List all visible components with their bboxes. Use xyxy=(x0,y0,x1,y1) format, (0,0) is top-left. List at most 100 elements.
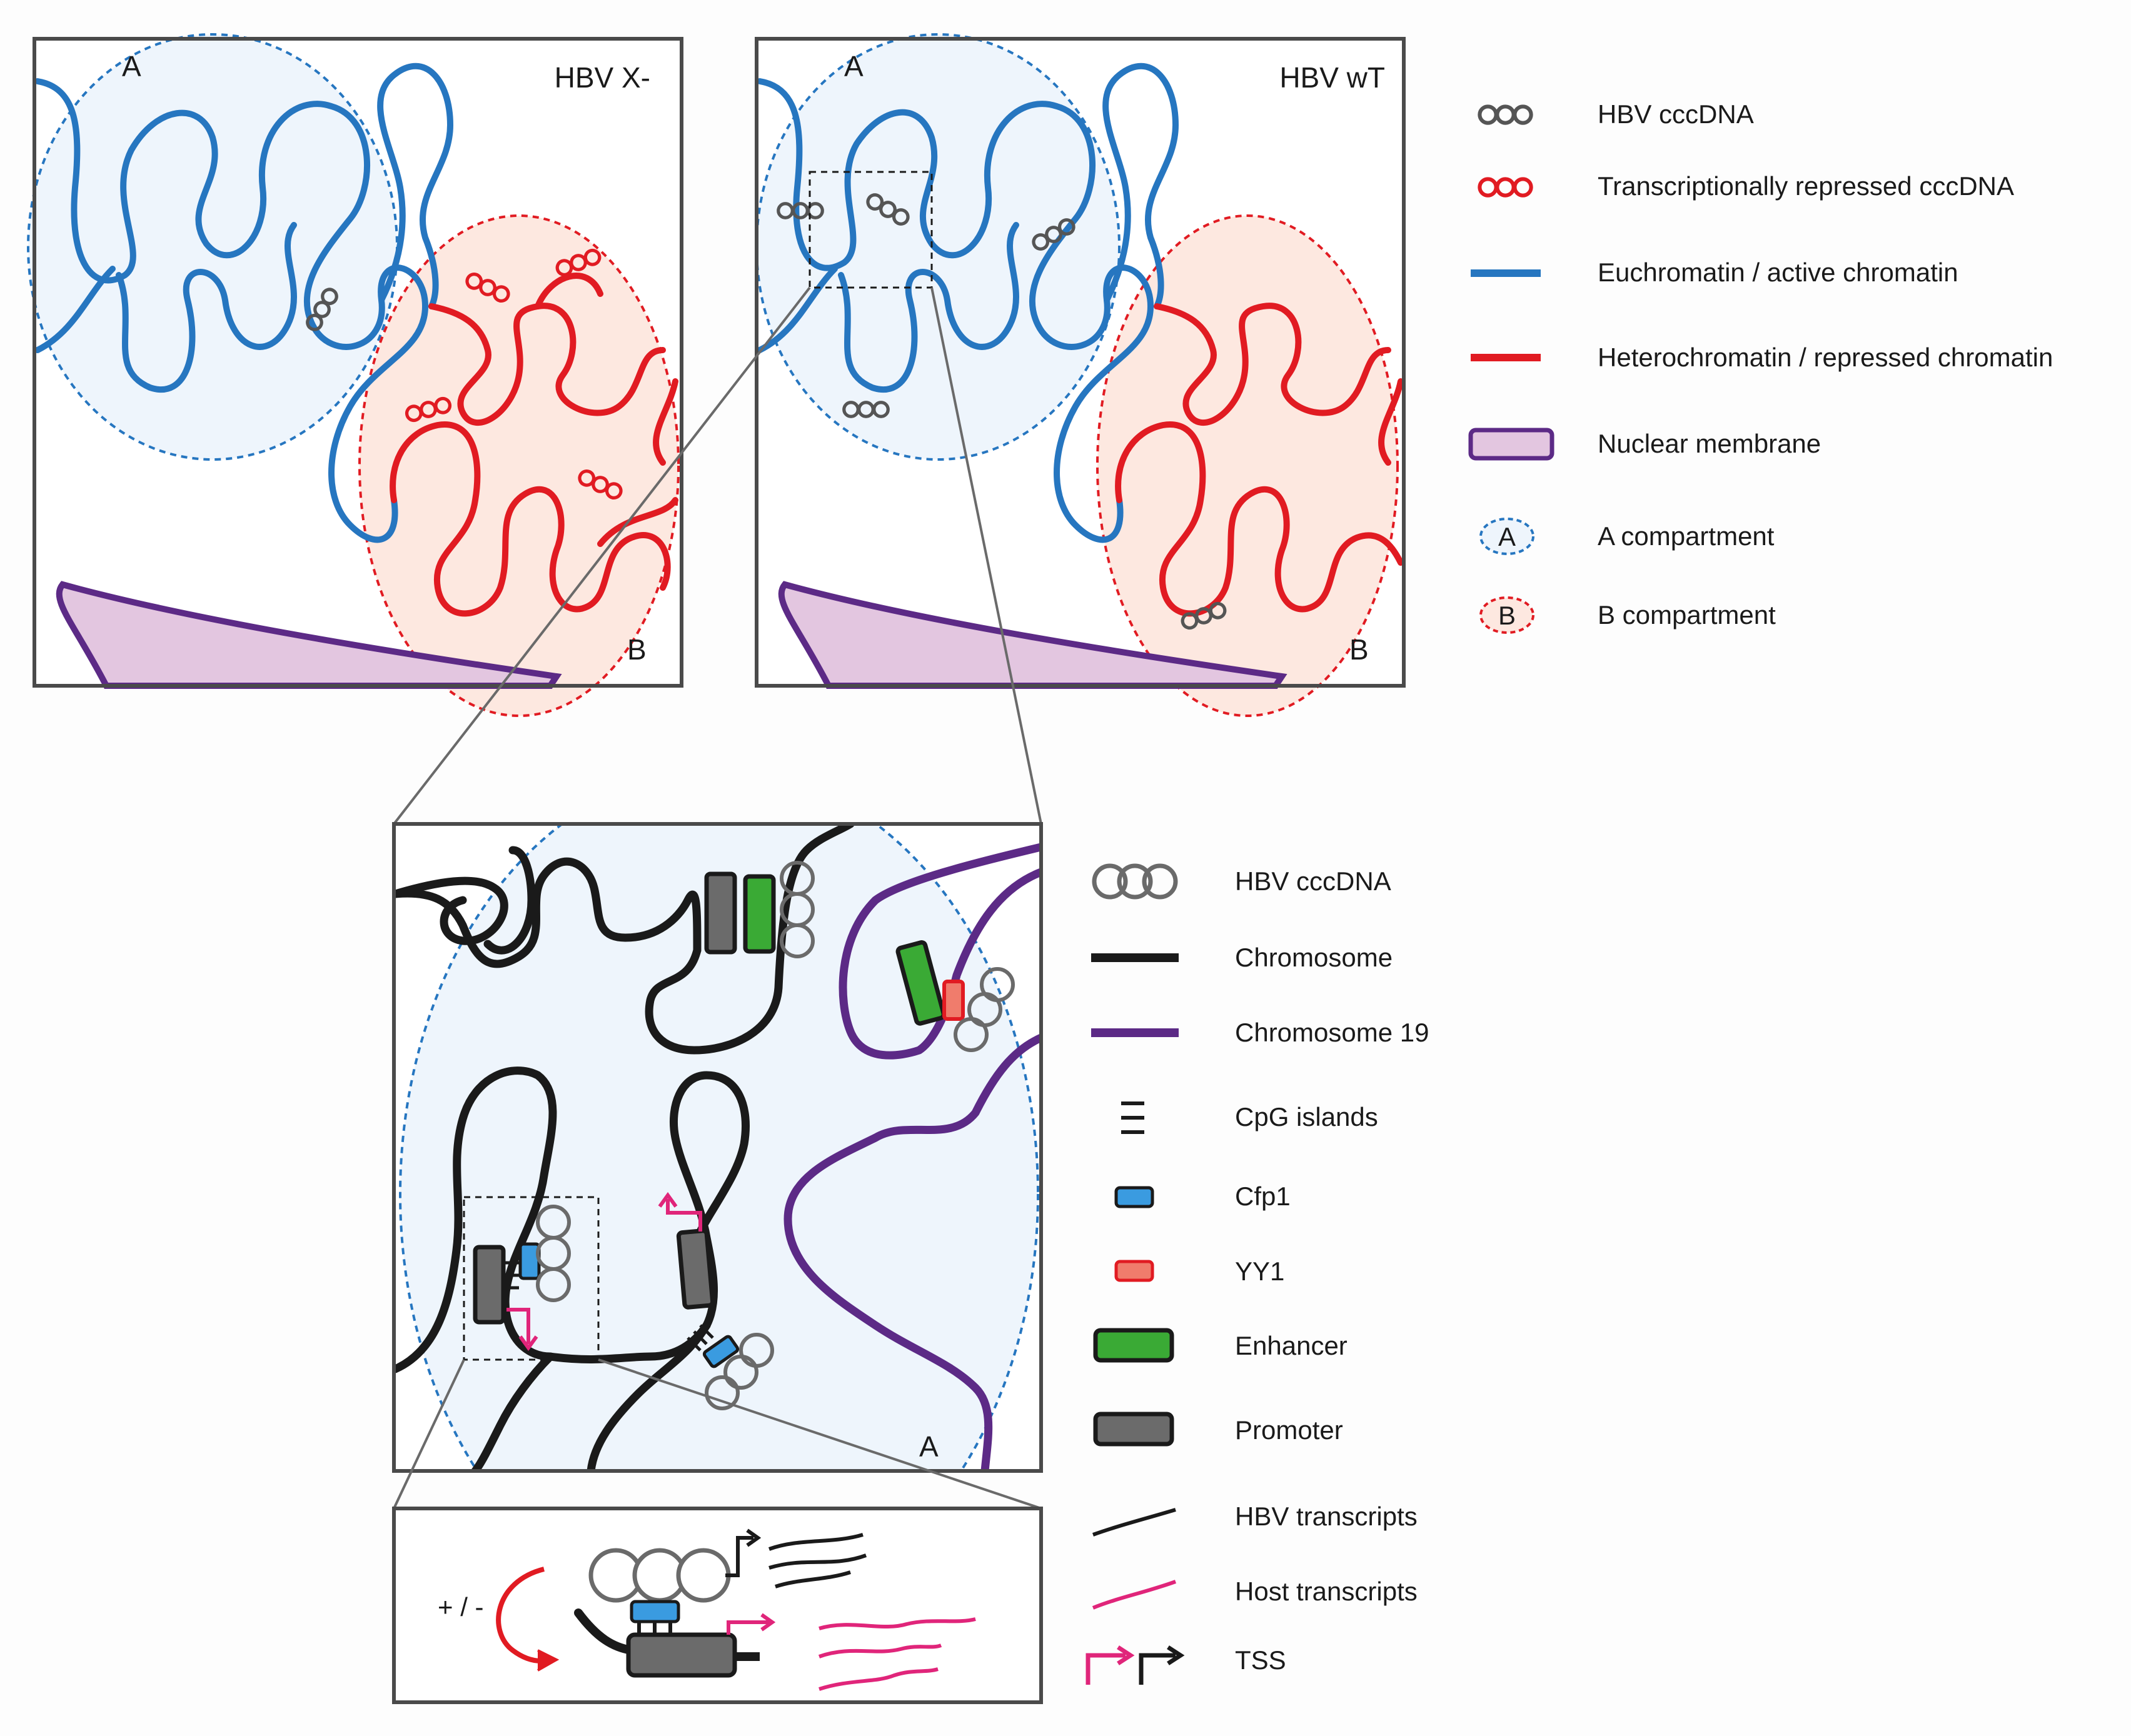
heterochromatin-strand xyxy=(1115,421,1404,617)
chromosome-19 xyxy=(783,1033,1041,1471)
cfp1 xyxy=(518,1242,541,1280)
cfp1 xyxy=(702,1335,740,1368)
cccdna xyxy=(588,1548,731,1603)
legend-label: Promoter xyxy=(1235,1415,1343,1445)
heterochromatin-strand xyxy=(1378,378,1404,466)
host-tss-arrow-head xyxy=(518,1335,538,1352)
legend-label: Nuclear membrane xyxy=(1598,429,1821,458)
legend-label: Chromosome 19 xyxy=(1235,1018,1429,1047)
regulation-arrow-head xyxy=(537,1649,560,1672)
legend-label: HBV cccDNA xyxy=(1235,866,1391,896)
legend-top: HBV cccDNA Transcriptionally repressed c… xyxy=(1468,99,2053,634)
zoom-selection-box xyxy=(809,171,933,289)
panel-zoom-a-compartment: A xyxy=(392,822,1043,1473)
host-tss-arrow xyxy=(727,1620,769,1635)
euchromatin-strand xyxy=(34,78,428,543)
cccdna xyxy=(780,861,815,958)
panel-frame xyxy=(755,37,1406,688)
promoter-icon xyxy=(1093,1412,1174,1447)
heterochromatin-strand xyxy=(535,273,678,547)
cfp1 xyxy=(630,1600,680,1623)
a-compartment-glyph: A xyxy=(1498,522,1516,551)
legend-label: YY1 xyxy=(1235,1257,1284,1286)
yy1-icon xyxy=(1114,1260,1154,1282)
legend-label: HBV cccDNA xyxy=(1598,99,1754,129)
b-compartment-icon xyxy=(1479,596,1534,634)
host-transcript-icon xyxy=(1092,1580,1177,1610)
promoter xyxy=(676,1228,715,1310)
a-compartment-icon xyxy=(1479,518,1534,555)
legend-label: Transcriptionally repressed cccDNA xyxy=(1598,171,2014,201)
cccdna-icon xyxy=(1479,106,1531,123)
cpg-islands-icon xyxy=(1121,1101,1144,1134)
host-tss-arrow xyxy=(506,1308,530,1344)
zoom-connector xyxy=(930,287,1042,825)
cccdna-icon xyxy=(1092,863,1178,900)
a-label: A xyxy=(122,50,141,83)
cccdna xyxy=(536,1205,571,1302)
host-tss-arrow-head xyxy=(760,1613,776,1632)
panel-title: HBV X- xyxy=(555,61,650,94)
legend-label: TSS xyxy=(1235,1645,1286,1675)
enhancer xyxy=(895,940,946,1026)
inset-connector xyxy=(598,1358,1042,1510)
legend-label: B compartment xyxy=(1598,600,1776,630)
legend-bottom: HBV cccDNA Chromosome Chromosome 19 CpG … xyxy=(1086,863,1429,1685)
heterochromatin-strand xyxy=(390,421,671,617)
b-compartment xyxy=(1096,214,1399,717)
enhancer xyxy=(743,874,776,954)
nuclear-membrane xyxy=(778,581,1287,689)
euchromatin-strand xyxy=(1102,63,1179,309)
hbv-transcripts xyxy=(768,1533,867,1588)
chromosome xyxy=(645,824,855,1055)
promoter xyxy=(473,1245,506,1325)
inset-selection-box xyxy=(463,1196,600,1361)
b-label: B xyxy=(627,633,647,666)
repressed-cccdna-icon xyxy=(1479,179,1531,195)
legend-label: Chromosome xyxy=(1235,943,1393,972)
regulation-arrow xyxy=(496,1567,551,1663)
hbv-tss-arrow-head xyxy=(746,1528,762,1547)
regulation-sign-label: + / - xyxy=(438,1592,484,1622)
legend-label: Enhancer xyxy=(1235,1331,1348,1360)
panel-frame xyxy=(392,1507,1043,1704)
b-compartment-glyph: B xyxy=(1498,601,1516,630)
panel-frame xyxy=(33,37,683,688)
hbv-tss-arrow xyxy=(725,1536,753,1577)
chromosome xyxy=(394,846,536,955)
nuclear-membrane xyxy=(56,581,562,689)
panel-frame xyxy=(392,822,1043,1473)
legend-label: Heterochromatin / repressed chromatin xyxy=(1598,343,2053,372)
nuclear-membrane-icon xyxy=(1468,428,1554,461)
cccdna xyxy=(954,967,1015,1052)
heterochromatin-strand xyxy=(1154,303,1391,426)
chromosome xyxy=(394,1066,711,1373)
legend-label: Cfp1 xyxy=(1235,1182,1291,1211)
host-tss-arrow-head xyxy=(658,1192,678,1208)
enhancer-icon xyxy=(1093,1328,1174,1363)
euchromatin-strand xyxy=(757,78,1154,543)
cccdna xyxy=(705,1333,774,1410)
legend-label: A compartment xyxy=(1598,521,1775,551)
panel-hbv-x-minus: A HBV X- B xyxy=(27,33,683,717)
a-label: A xyxy=(919,1430,939,1463)
cpg-islands xyxy=(687,1324,714,1352)
inset-connector xyxy=(393,1359,465,1509)
yy1 xyxy=(942,980,965,1021)
euchromatin-strand xyxy=(377,63,453,309)
hbv-transcript-icon xyxy=(1092,1508,1176,1537)
panel-title: HBV wT xyxy=(1279,61,1385,94)
panel-hbv-wild-type: A HBV wT B xyxy=(755,33,1406,717)
euchromatin-strand xyxy=(34,222,297,393)
b-label: B xyxy=(1349,633,1369,666)
cpg-islands xyxy=(503,1261,519,1290)
panel-mechanism-inset: + / - xyxy=(392,1507,1043,1704)
host-transcripts xyxy=(818,1617,976,1691)
chromosome xyxy=(574,1608,636,1655)
legend-label: CpG islands xyxy=(1235,1102,1378,1131)
zoom-connector xyxy=(393,286,811,825)
heterochromatin-strand xyxy=(428,303,666,426)
euchromatin-strand xyxy=(757,222,1019,393)
promoter xyxy=(704,871,737,955)
